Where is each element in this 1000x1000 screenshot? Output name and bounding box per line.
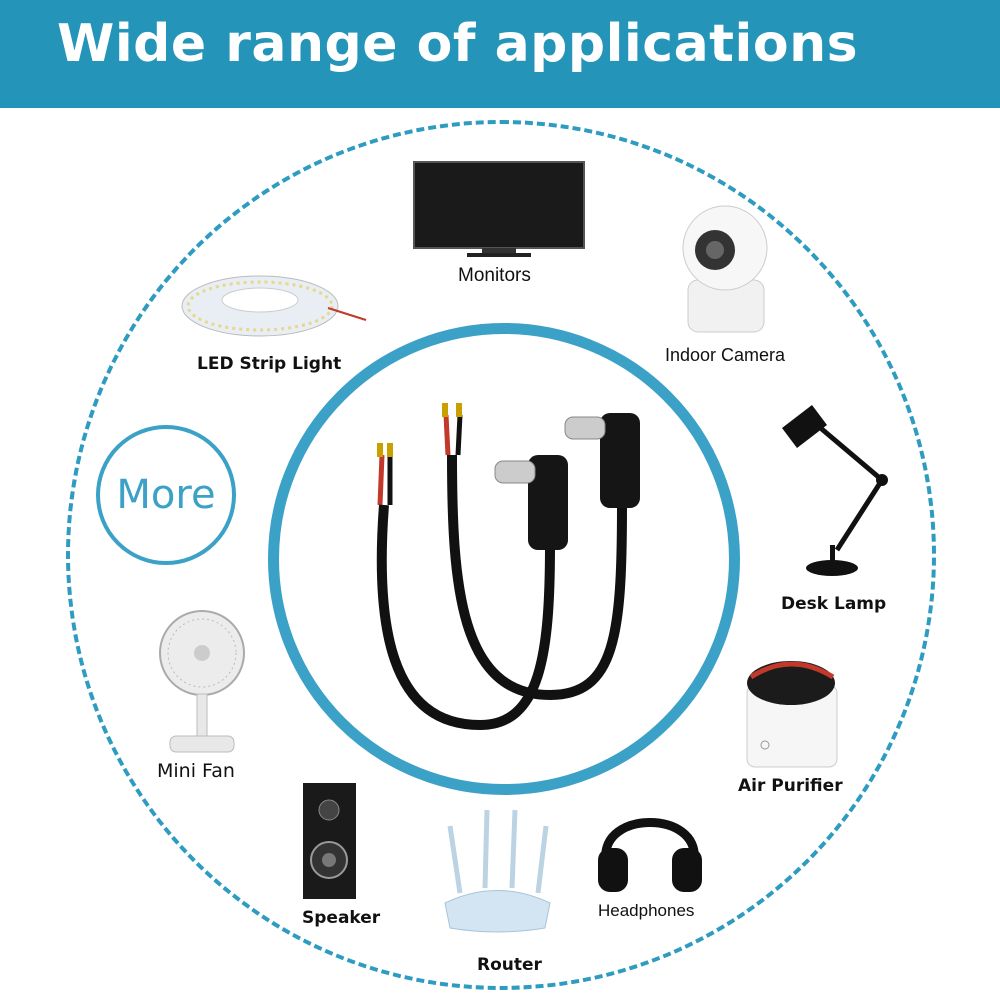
router-icon bbox=[440, 808, 555, 938]
header-banner: Wide range of applications bbox=[0, 0, 1000, 108]
headphones-icon bbox=[594, 790, 706, 895]
led-strip-icon bbox=[178, 268, 368, 343]
speaker-icon bbox=[302, 782, 357, 902]
label-desk-lamp: Desk Lamp bbox=[781, 594, 887, 614]
label-indoor-camera: Indoor Camera bbox=[665, 345, 786, 365]
page-title: Wide range of applications bbox=[57, 14, 859, 74]
label-speaker: Speaker bbox=[302, 908, 381, 928]
usb-c-cables-image bbox=[360, 395, 660, 755]
label-air-purifier: Air Purifier bbox=[738, 776, 843, 796]
outer-dashed-ring bbox=[66, 120, 936, 990]
more-badge: More bbox=[96, 425, 236, 565]
label-router: Router bbox=[477, 955, 542, 975]
label-led-strip: LED Strip Light bbox=[197, 354, 342, 374]
mini-fan-icon bbox=[155, 608, 250, 758]
desk-lamp-icon bbox=[772, 400, 892, 580]
label-headphones: Headphones bbox=[598, 901, 695, 920]
label-monitors: Monitors bbox=[458, 265, 531, 286]
label-mini-fan: Mini Fan bbox=[157, 760, 235, 782]
inner-ring bbox=[268, 323, 740, 795]
camera-icon bbox=[680, 200, 770, 335]
more-label: More bbox=[116, 472, 216, 518]
air-purifier-icon bbox=[745, 655, 840, 770]
monitor-icon bbox=[412, 160, 587, 260]
